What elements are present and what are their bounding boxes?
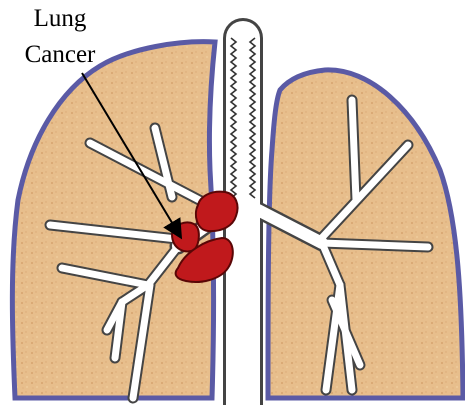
tumor-upper (196, 192, 238, 231)
tumor-left (172, 222, 199, 251)
label-cancer: Cancer (0, 40, 120, 70)
label-lung: Lung (0, 4, 120, 34)
